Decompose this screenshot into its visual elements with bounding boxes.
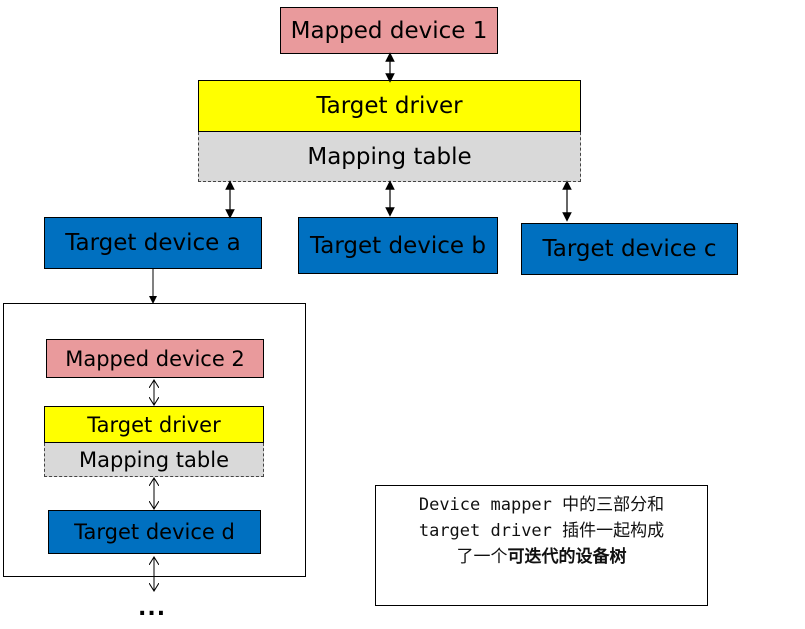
target-device-d-box: Target device d [48,510,261,554]
mapped-device-1-box: Mapped device 1 [280,7,498,54]
note-line-1: Device mapper 中的三部分和 [418,495,665,515]
mapping-table-box: Mapping table [198,132,581,182]
target-device-a-box: Target device a [44,217,262,269]
note-line-2: target driver 插件一起构成 [418,521,665,541]
continuation-ellipsis: ... [138,596,167,621]
note-box: Device mapper 中的三部分和 target driver 插件一起构… [375,485,708,606]
target-device-b-box: Target device b [298,217,498,274]
target-device-c-box: Target device c [521,223,738,275]
nested-mapping-table-box: Mapping table [44,443,264,477]
note-line-3: 了一个可迭代的设备树 [376,544,707,570]
mapped-device-2-box: Mapped device 2 [46,339,264,378]
nested-target-driver-box: Target driver [44,406,264,443]
target-driver-box: Target driver [198,80,581,132]
note-line-3-bold: 可迭代的设备树 [507,547,627,567]
note-line-3-prefix: 了一个 [456,547,508,567]
